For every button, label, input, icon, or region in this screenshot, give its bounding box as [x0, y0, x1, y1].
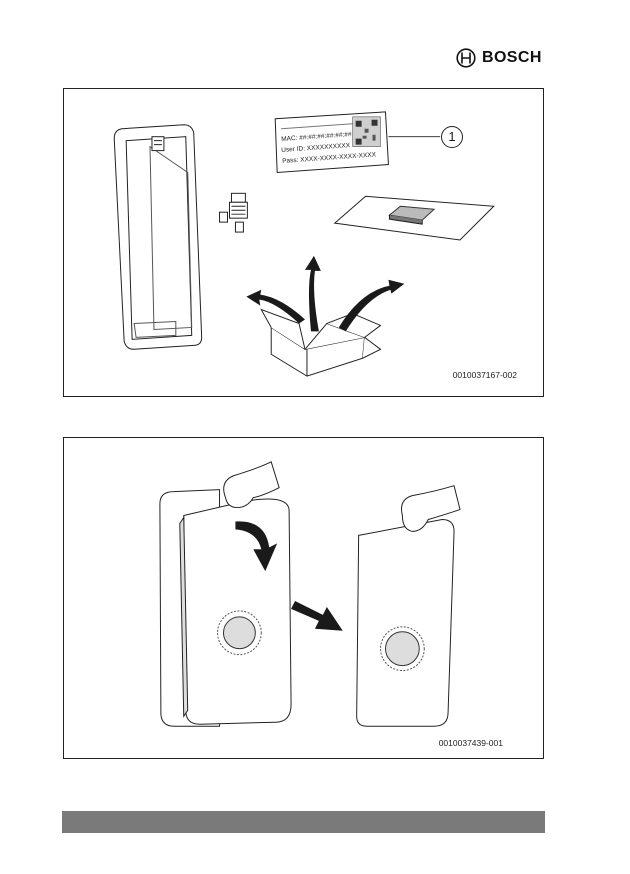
- bosch-logo: BOSCH: [456, 47, 548, 69]
- connector-plug-drawing: [220, 193, 248, 232]
- footer-bar: [62, 811, 545, 833]
- device-housing-drawing: [114, 125, 201, 350]
- brand-name: BOSCH: [482, 49, 542, 67]
- figure-package-contents: MAC: ##:##:##:##:##:## User ID: XXXXXXXX…: [63, 88, 544, 397]
- move-arrow-icon: [291, 601, 343, 631]
- opened-box-drawing: [261, 310, 380, 377]
- figure-code: 0010037439-001: [439, 738, 503, 748]
- figure-remove-cover: 0010037439-001: [63, 437, 544, 759]
- bosch-armature-icon: [456, 48, 476, 68]
- callout-number: 1: [441, 126, 463, 148]
- detached-cover-drawing: [357, 519, 454, 726]
- front-cover-drawing: [180, 499, 291, 724]
- remove-cover-illustration: [64, 438, 543, 758]
- figure-code: 0010037167-002: [453, 370, 517, 380]
- manual-sheet-drawing: [335, 196, 494, 240]
